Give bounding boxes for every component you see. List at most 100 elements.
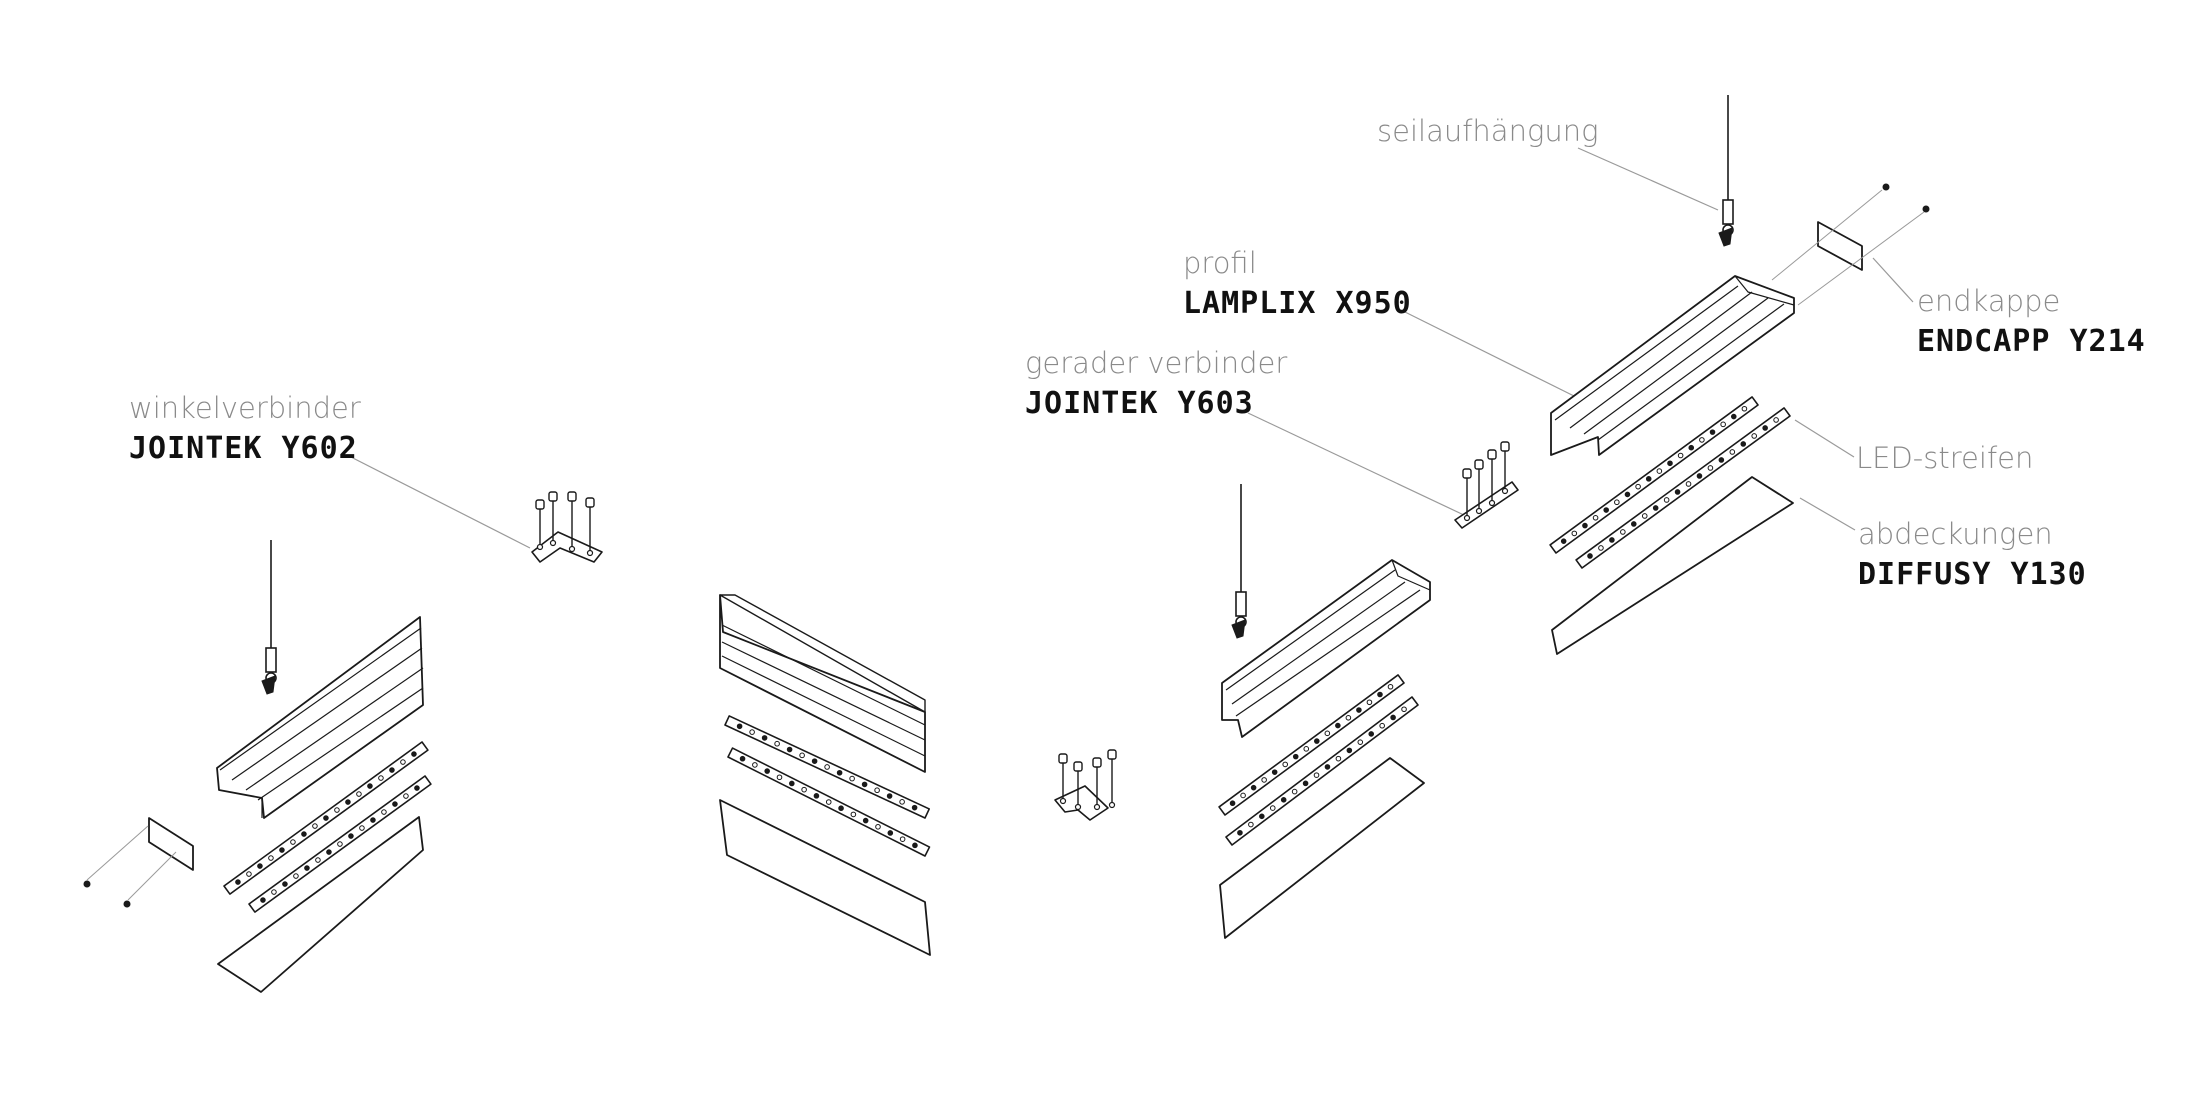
- corner-connector-center-hole: [1059, 797, 1067, 805]
- led-left-a-diode: [323, 815, 329, 821]
- corner-connector-center-plate: [1054, 785, 1109, 821]
- led-right-b-band: [1575, 407, 1791, 569]
- screw-right-b-head: [1922, 205, 1930, 213]
- profile-right-edge: [1554, 285, 1739, 421]
- endcap-right: [1771, 189, 1925, 306]
- led-left-b-diode: [359, 825, 365, 831]
- corner-connector-center-hole: [1074, 803, 1082, 811]
- led-right-a-diode: [1635, 483, 1641, 490]
- profile-left-body: [216, 616, 424, 819]
- led-middle-a-diode: [886, 793, 893, 799]
- led-center-a-diode: [1313, 738, 1320, 744]
- cover-center-panel: [1219, 757, 1425, 939]
- led-right-b-diode: [1652, 505, 1659, 511]
- led-left-a-diode: [367, 783, 373, 789]
- straight-connector-hole: [1488, 499, 1496, 507]
- led-right-b-diode: [1630, 521, 1637, 527]
- led-center-a-diode: [1250, 784, 1257, 791]
- led-center-b-diode: [1401, 706, 1407, 713]
- corner-connector-left-hole: [586, 549, 594, 557]
- led-middle-b-diode: [764, 768, 770, 774]
- led-middle-b-diode: [838, 805, 844, 812]
- led-center-b-diode: [1390, 714, 1396, 721]
- profile-middle: [719, 594, 926, 773]
- led-middle-b: [727, 747, 931, 857]
- suspension-left-clip: [261, 675, 276, 695]
- led-right-b-diode: [1740, 441, 1747, 447]
- led-middle-a-diode: [761, 735, 768, 741]
- led-right-a-diode: [1688, 444, 1695, 451]
- straight-connector-plate: [1454, 481, 1519, 529]
- profile-middle-groove: [721, 655, 926, 757]
- led-middle-a-diode: [749, 729, 755, 735]
- led-right-b-diode: [1729, 449, 1736, 455]
- leader-endkappe: [1872, 257, 1914, 303]
- screw-left-a-head: [83, 880, 91, 888]
- led-left-b-diode: [271, 889, 277, 895]
- led-right-b-diode: [1773, 417, 1779, 423]
- led-right-a-diode: [1741, 405, 1748, 412]
- led-center-a-diode: [1292, 753, 1299, 760]
- led-center-b-diode: [1346, 747, 1353, 754]
- led-middle-b-diode: [739, 755, 746, 762]
- corner-connector-center-nut: [1073, 761, 1083, 772]
- led-left-a-diode: [378, 775, 384, 781]
- led-left-b-diode: [293, 873, 299, 879]
- gerader-verbinder-caption: gerader verbinder: [1025, 346, 1288, 380]
- cover-right-panel: [1551, 476, 1794, 655]
- cover-right: [1551, 476, 1794, 655]
- led-right-b-diode: [1620, 529, 1626, 535]
- led-streifen-caption: LED-streifen: [1856, 441, 2034, 475]
- profile-center-groove: [1235, 589, 1421, 717]
- led-middle-a-diode: [799, 752, 805, 759]
- abdeckungen-caption: abdeckungen: [1858, 517, 2053, 551]
- led-center-b-diode: [1237, 829, 1243, 836]
- led-right-b-diode: [1609, 537, 1615, 543]
- led-middle-b-diode: [801, 786, 807, 793]
- screw-right-a: [1882, 183, 1890, 191]
- suspension-right: [1718, 95, 1734, 247]
- profile-right-end: [1734, 275, 1795, 306]
- led-left-b-diode: [282, 881, 288, 887]
- corner-connector-center-hole: [1093, 803, 1101, 811]
- profile-middle-groove: [721, 641, 926, 741]
- screw-left-b: [123, 900, 131, 908]
- led-right-a-diode: [1709, 429, 1716, 435]
- led-right-a-diode: [1560, 538, 1567, 544]
- led-center-a-diode: [1229, 800, 1236, 807]
- profil-code: LAMPLIX X950: [1183, 286, 1412, 321]
- straight-connector: [1454, 441, 1519, 529]
- led-middle-a-diode: [911, 804, 918, 811]
- straight-connector-nut: [1474, 459, 1484, 470]
- led-center-a-diode: [1303, 746, 1310, 752]
- profile-right-groove: [1569, 291, 1753, 429]
- endcap-left: [86, 817, 194, 901]
- corner-connector-center-nut: [1058, 753, 1068, 764]
- profil-caption: profil: [1183, 246, 1257, 280]
- profile-left-groove: [231, 647, 423, 781]
- led-center-a-diode: [1366, 699, 1373, 706]
- corner-connector-center-hole: [1108, 801, 1116, 809]
- led-right-a-diode: [1667, 460, 1673, 467]
- led-right-b-diode: [1587, 553, 1593, 559]
- led-center-b-diode: [1269, 805, 1276, 811]
- profile-left-groove: [257, 687, 424, 801]
- led-center-a-diode: [1271, 769, 1278, 775]
- led-right-a-diode: [1624, 491, 1631, 498]
- suspension-center-clip: [1231, 619, 1246, 639]
- corner-connector-left: [531, 491, 603, 563]
- suspension-center: [1231, 484, 1247, 639]
- profile-middle-groove: [721, 624, 926, 726]
- straight-connector-hole: [1475, 507, 1483, 515]
- profile-center-end: [1391, 559, 1431, 591]
- profile-left: [216, 616, 424, 819]
- leader-profil: [1404, 311, 1579, 399]
- endcap-right-guide: [1797, 211, 1925, 306]
- screw-right-a-head: [1882, 183, 1890, 191]
- suspension-left-sleeve: [265, 647, 277, 673]
- straight-connector-hole: [1463, 514, 1471, 522]
- led-right-b-diode: [1696, 473, 1703, 479]
- led-left-b-diode: [392, 801, 398, 807]
- led-middle-a-diode: [774, 740, 780, 747]
- led-right-b: [1575, 407, 1791, 569]
